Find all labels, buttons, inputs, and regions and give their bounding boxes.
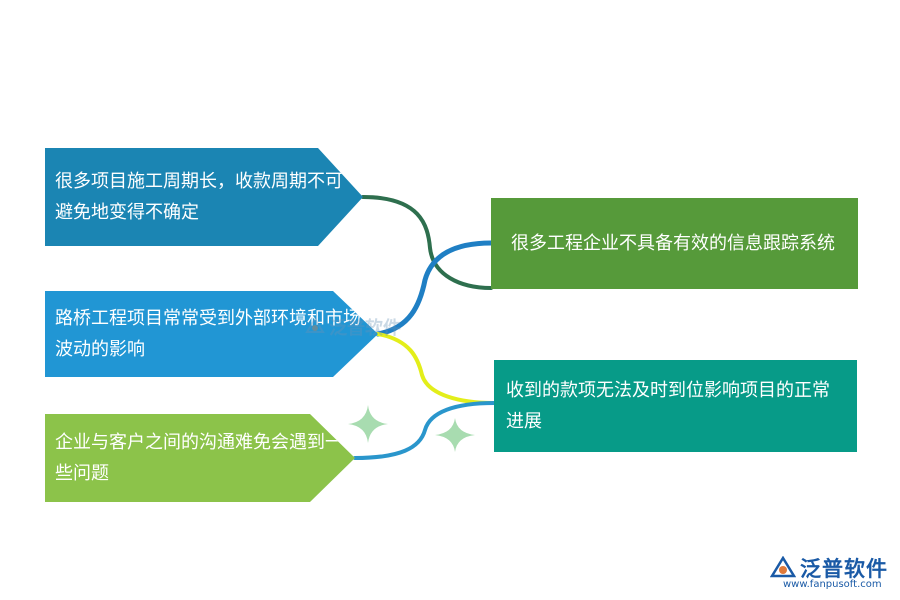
link-left2-right1 <box>375 240 494 337</box>
cause-node-2-text: 路桥工程项目常常受到外部环境和市场波动的影响 <box>55 308 361 360</box>
cause-node-2: 路桥工程项目常常受到外部环境和市场波动的影响 <box>45 291 378 377</box>
brand-name: 泛普软件 <box>800 557 888 581</box>
watermark-text: 泛普软件 <box>329 318 401 339</box>
watermark: 泛普软件 <box>304 314 401 340</box>
cause-node-3-text: 企业与客户之间的沟通难免会遇到一些问题 <box>55 432 343 484</box>
brand-logo: 泛普软件 <box>770 553 888 583</box>
brand-logo-icon <box>770 556 796 578</box>
effect-node-1: 很多工程企业不具备有效的信息跟踪系统 <box>491 198 858 289</box>
link-left2-right2 <box>376 332 496 405</box>
effect-node-2: 收到的款项无法及时到位影响项目的正常进展 <box>494 360 857 452</box>
link-left1-right1 <box>361 195 493 290</box>
cause-node-3: 企业与客户之间的沟通难免会遇到一些问题 <box>45 414 355 502</box>
sparkle-icon <box>348 405 388 443</box>
sparkle-icon <box>435 418 475 452</box>
link-left3-right2 <box>353 401 496 460</box>
brand-url: www.fanpusoft.com <box>783 579 882 590</box>
effect-node-1-text: 很多工程企业不具备有效的信息跟踪系统 <box>511 233 835 254</box>
cause-node-1: 很多项目施工周期长，收款周期不可避免地变得不确定 <box>45 148 363 246</box>
effect-node-2-text: 收到的款项无法及时到位影响项目的正常进展 <box>506 380 830 432</box>
watermark-logo-icon <box>305 317 325 333</box>
cause-node-1-text: 很多项目施工周期长，收款周期不可避免地变得不确定 <box>55 171 343 223</box>
